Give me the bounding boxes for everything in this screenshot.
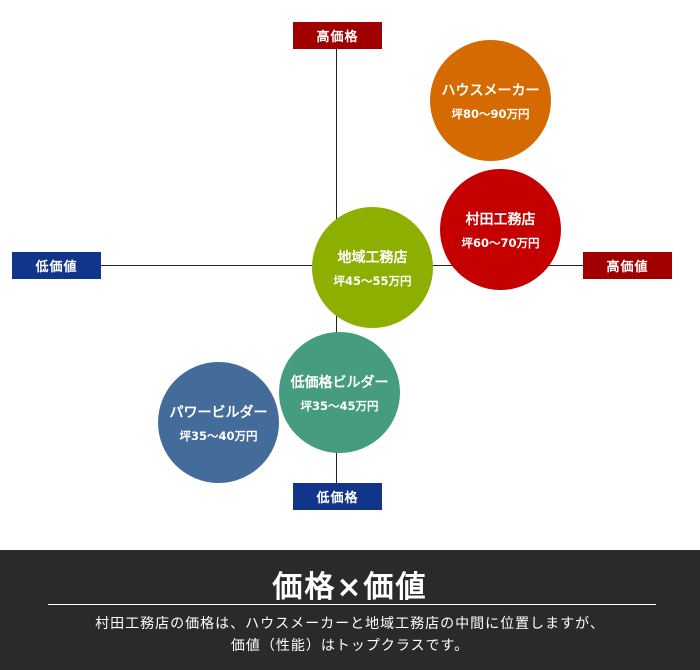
circle-name: パワービルダー [169,404,268,421]
circle-low-price-builder: 低価格ビルダー 坪35〜45万円 [279,332,400,453]
circle-murata: 村田工務店 坪60〜70万円 [440,169,561,290]
circle-name: 村田工務店 [465,211,536,228]
axis-label-low-price: 低価格 [293,483,382,510]
circle-house-maker: ハウスメーカー 坪80〜90万円 [430,40,551,161]
axis-label-low-value: 低価値 [12,252,101,279]
circle-price: 坪35〜45万円 [300,398,379,413]
circle-power-builder: パワービルダー 坪35〜40万円 [158,362,279,483]
footer-divider [48,604,656,605]
circle-price: 坪45〜55万円 [333,273,412,288]
circle-price: 坪80〜90万円 [451,106,530,121]
circle-name: ハウスメーカー [441,82,540,99]
circle-name: 地域工務店 [337,249,408,266]
axis-label-high-value: 高価値 [583,252,672,279]
footer: 価格×価値 村田工務店の価格は、ハウスメーカーと地域工務店の中間に位置しますが、… [0,550,700,670]
circle-local-builder: 地域工務店 坪45〜55万円 [312,207,433,328]
footer-line-1: 村田工務店の価格は、ハウスメーカーと地域工務店の中間に位置しますが、 [95,616,605,632]
axis-label-high-price: 高価格 [293,22,382,49]
footer-title: 価格×価値 [272,570,428,605]
circle-name: 低価格ビルダー [290,374,389,391]
circle-price: 坪35〜40万円 [179,428,258,443]
circle-price: 坪60〜70万円 [461,235,540,250]
footer-line-2: 価値（性能）はトップクラスです。 [230,638,470,654]
footer-description: 村田工務店の価格は、ハウスメーカーと地域工務店の中間に位置しますが、 価値（性能… [0,613,700,657]
